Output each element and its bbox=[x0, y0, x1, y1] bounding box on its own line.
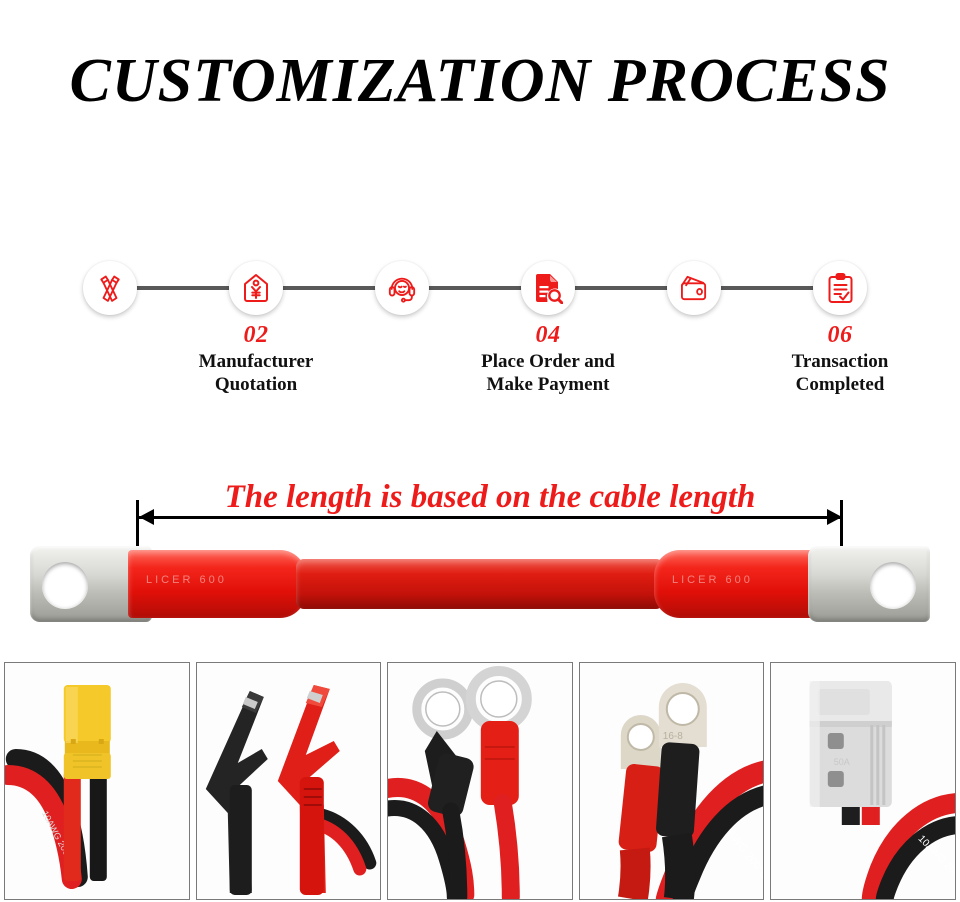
xt60-yellow-connector-photo: 10AWG 200 bbox=[5, 663, 189, 899]
dimension-extension-line-right bbox=[840, 500, 843, 568]
alligator-clips-photo bbox=[196, 663, 381, 899]
timeline-connector-line bbox=[110, 286, 840, 290]
thumbnail-anderson-connector[interactable]: anderson-gray-connector-photo 10AWG 200°… bbox=[770, 662, 956, 900]
anderson-gray-connector-photo: 10AWG 200°C 50A bbox=[771, 663, 955, 899]
process-step-02-number: 02 bbox=[243, 322, 269, 348]
dimension-extension-line-left bbox=[136, 500, 139, 568]
cable-dimension-illustration: The length is based on the cable length … bbox=[0, 460, 960, 650]
price-tag-yen-icon bbox=[242, 273, 270, 303]
headset-support-icon bbox=[387, 273, 417, 303]
page-title: CUSTOMIZATION PROCESS bbox=[69, 47, 891, 115]
thumbnail-ring-terminals[interactable]: ring-terminals-heatshrink-photo bbox=[387, 662, 573, 900]
dimension-caption: The length is based on the cable length bbox=[224, 479, 756, 515]
product-thumbnail-gallery: xt60-yellow-connector-photo 10AWG 200 al… bbox=[0, 662, 960, 900]
process-step-04-node[interactable] bbox=[521, 261, 575, 315]
process-step-06-node[interactable] bbox=[813, 261, 867, 315]
process-step-01-node[interactable] bbox=[83, 261, 137, 315]
process-step-06-number: 06 bbox=[827, 322, 853, 348]
process-step-02-node[interactable] bbox=[229, 261, 283, 315]
process-step-04-text: 04 Place Order and Make Payment bbox=[448, 322, 648, 396]
thumbnail-copper-lug-terminals[interactable]: copper-lug-terminals-photo AWG 200°C 16-… bbox=[578, 662, 765, 900]
ring-terminals-heatshrink-photo bbox=[388, 663, 572, 899]
process-step-02-text: 02 Manufacturer Quotation bbox=[156, 322, 356, 396]
red-cable-core bbox=[296, 559, 664, 609]
heat-shrink-left bbox=[128, 550, 306, 618]
lug-hole-right bbox=[870, 562, 916, 608]
lug-hole-left bbox=[42, 562, 88, 608]
process-step-03-node[interactable] bbox=[375, 261, 429, 315]
thumbnail-alligator-clips[interactable]: alligator-clips-photo bbox=[195, 662, 382, 900]
dimension-arrow-left-icon bbox=[139, 509, 154, 525]
clipboard-check-icon bbox=[827, 272, 854, 304]
process-step-05-node[interactable] bbox=[667, 261, 721, 315]
process-step-04-label: Place Order and Make Payment bbox=[481, 351, 615, 395]
wallet-icon bbox=[679, 275, 709, 301]
heat-shrink-right bbox=[654, 550, 832, 618]
heat-shrink-print-right: LICER 600 bbox=[672, 574, 753, 586]
process-step-06-label: Transaction Completed bbox=[791, 351, 889, 395]
design-pen-tools-icon bbox=[95, 273, 125, 303]
process-step-04-number: 04 bbox=[535, 322, 561, 348]
thumbnail-xt60-yellow-connector[interactable]: xt60-yellow-connector-photo 10AWG 200 bbox=[4, 662, 190, 900]
ring-lug-terminal-right bbox=[808, 546, 930, 622]
svg-text:50A: 50A bbox=[834, 757, 850, 767]
copper-lug-terminals-photo: AWG 200°C 16-8 bbox=[579, 663, 764, 899]
dimension-line bbox=[139, 516, 841, 519]
document-search-icon bbox=[534, 273, 563, 304]
heat-shrink-print-left: LICER 600 bbox=[146, 574, 227, 586]
svg-text:16-8: 16-8 bbox=[663, 731, 683, 742]
customization-process-timeline: Request Processing 01 bbox=[0, 150, 960, 430]
dimension-arrow-right-icon bbox=[827, 509, 842, 525]
battery-cable-assembly: LICER 600 LICER 600 bbox=[0, 532, 960, 642]
process-step-06-text: 06 Transaction Completed bbox=[740, 322, 940, 396]
process-step-02-label: Manufacturer Quotation bbox=[198, 351, 314, 395]
